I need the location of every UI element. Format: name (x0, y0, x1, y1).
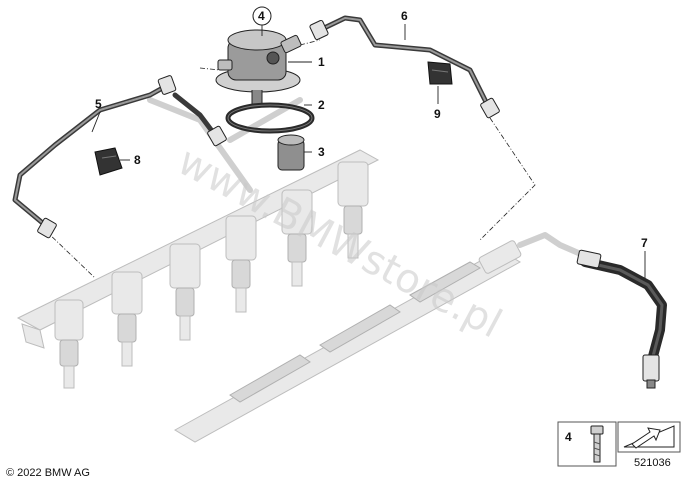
svg-text:9: 9 (434, 107, 441, 121)
callout-6: 6 (401, 9, 408, 40)
callout-9: 9 (434, 86, 441, 121)
svg-text:5: 5 (95, 97, 102, 111)
gasket-ring (225, 102, 315, 134)
assembly-lines (44, 39, 536, 279)
injector-ghost-3 (169, 243, 201, 341)
diagram-number: 521036 (634, 457, 671, 469)
injector-ghost-6 (337, 161, 369, 259)
legend-box: 4 (557, 421, 681, 467)
fuel-hose-right (576, 249, 667, 389)
injector-ghost-5 (281, 189, 313, 287)
callout-3: 3 (304, 145, 325, 159)
svg-text:2: 2 (318, 98, 325, 112)
svg-text:8: 8 (134, 153, 141, 167)
clip-right (427, 61, 453, 85)
roller-tappet (277, 134, 305, 171)
svg-text:4: 4 (258, 9, 265, 23)
fuel-rail-ghost (16, 97, 593, 443)
legend-item-number: 4 (565, 430, 572, 444)
callout-1: 1 (288, 55, 325, 69)
arrow-symbol-icon (623, 425, 675, 449)
callout-4: 4 (252, 6, 272, 36)
bolt-icon (590, 425, 604, 463)
injector-ghost-1 (54, 299, 84, 389)
svg-text:3: 3 (318, 145, 325, 159)
injector-ghost-2 (111, 271, 143, 367)
callout-7: 7 (641, 236, 648, 278)
svg-text:7: 7 (641, 236, 648, 250)
svg-text:1: 1 (318, 55, 325, 69)
svg-text:6: 6 (401, 9, 408, 23)
clip-left (94, 147, 123, 176)
injector-ghost-4 (225, 215, 257, 313)
copyright-text: © 2022 BMW AG (6, 467, 90, 479)
fuel-line-upper-right (309, 15, 500, 119)
callout-2: 2 (304, 98, 325, 112)
callout-8: 8 (120, 153, 141, 167)
high-pressure-pump (215, 29, 302, 105)
callout-5: 5 (91, 97, 102, 133)
fuel-line-left (12, 75, 227, 239)
